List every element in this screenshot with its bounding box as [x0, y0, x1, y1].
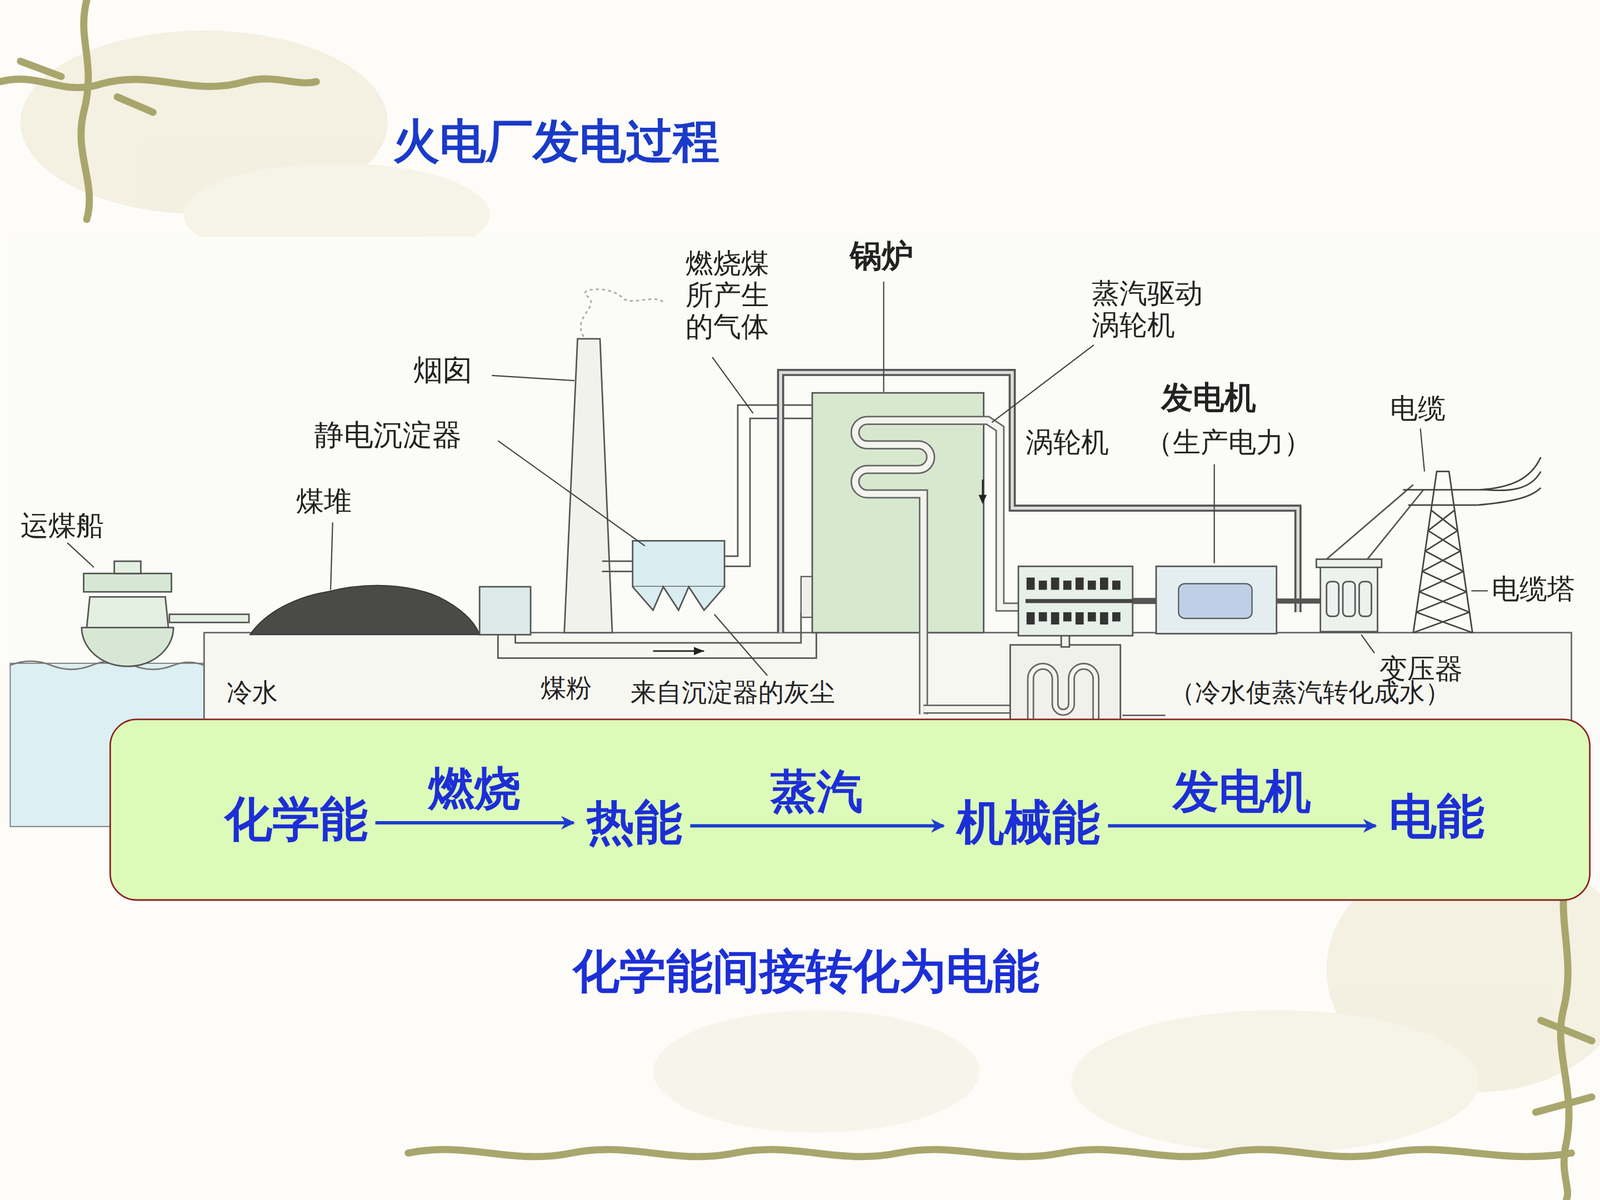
- part-label: 来自沉淀器的灰尘: [630, 677, 835, 708]
- slide-title: 火电厂发电过程: [392, 114, 720, 169]
- arrow-label: 发电机: [1172, 765, 1312, 818]
- flow-arrow: [690, 823, 944, 828]
- coal-ship: [81, 561, 249, 667]
- energy-label: 机械能: [956, 796, 1100, 849]
- transformer: [1316, 484, 1424, 632]
- energy-form: 热能: [581, 792, 688, 853]
- part-label: 电缆: [1390, 392, 1446, 425]
- part-label: 运煤船: [20, 510, 104, 542]
- energy-form: 化学能: [218, 789, 374, 849]
- boiler: [812, 392, 984, 715]
- coal-pile: [250, 585, 480, 635]
- flow-panel: [110, 719, 1590, 900]
- part-label: 电缆塔: [1491, 573, 1575, 605]
- part-label: 煤粉: [540, 673, 592, 703]
- part-label: 烟囱: [413, 353, 473, 388]
- part-label: 燃烧煤 所产生 的气体: [685, 247, 773, 343]
- cable-tower: [1403, 457, 1542, 633]
- part-label: 冷水: [226, 677, 278, 708]
- arrow-label: 蒸汽: [770, 765, 863, 818]
- part-label: （生产电力）: [1145, 426, 1312, 459]
- arrow-label: 燃烧: [428, 762, 521, 815]
- energy-form: 机械能: [951, 792, 1106, 853]
- turbine: [1018, 566, 1133, 636]
- caption: 化学能间接转化为电能: [572, 944, 1040, 999]
- leader-lines: [67, 281, 1488, 716]
- energy-label: 电能: [1388, 790, 1485, 843]
- part-label: 涡轮机: [1025, 426, 1109, 459]
- part-label: 蒸汽驱动 涡轮机: [1091, 277, 1207, 342]
- part-label: 静电沉淀器: [314, 418, 462, 453]
- energy-label: 化学能: [224, 792, 368, 846]
- energy-form: 电能: [1383, 786, 1490, 847]
- flow-arrow: [1107, 823, 1376, 828]
- part-label: 煤堆: [296, 485, 352, 518]
- energy-label: 热能: [586, 796, 683, 849]
- flow-arrow: [375, 821, 574, 825]
- part-label: （冷水使蒸汽转化成水）: [1169, 677, 1451, 708]
- condenser: [1010, 634, 1120, 725]
- generator: [1156, 566, 1277, 634]
- part-label: 发电机: [1161, 379, 1257, 416]
- part-label: 锅炉: [850, 237, 914, 274]
